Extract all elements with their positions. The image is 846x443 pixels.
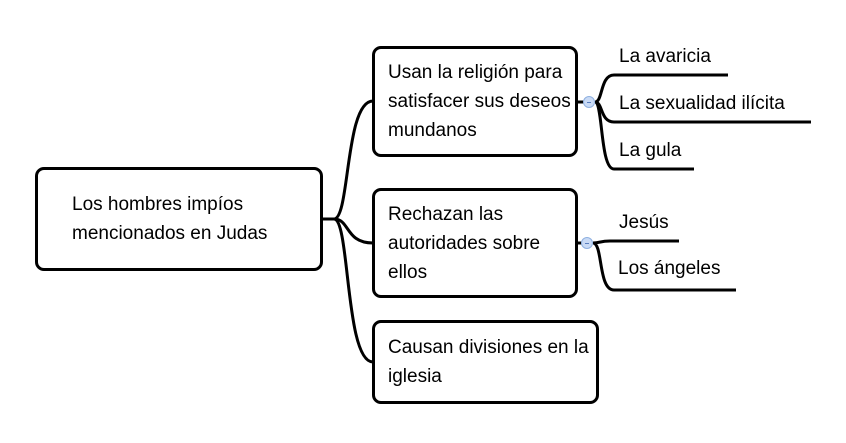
leaf-topic[interactable]: Los ángeles [618,258,721,279]
leaf-topic[interactable]: La gula [619,140,682,161]
leaf-topic[interactable]: La avaricia [619,46,711,67]
branch-topic-label: Rechazan las autoridades sobre ellos [388,203,541,283]
connector-branch2-leaf-1 [592,239,679,245]
collapse-toggle-icon[interactable] [583,96,595,108]
branch-topic-label: Usan la religión para satisfacer sus des… [388,62,571,141]
connector-branch2-leaf-2 [592,241,736,292]
leaf-topic[interactable]: Jesús [619,212,669,233]
collapse-toggle-icon[interactable] [581,237,593,249]
connector-root-branch-3 [322,217,374,364]
root-topic-label: Los hombres impíos mencionados en Judas [72,194,268,244]
connector-branch1-leaf-3 [593,100,694,171]
branch-topic-label: Causan divisiones en la iglesia [388,337,589,387]
branch-topic-1[interactable]: Usan la religión para satisfacer sus des… [372,46,578,157]
leaf-topic[interactable]: La sexualidad ilícita [619,93,785,114]
root-topic[interactable]: Los hombres impíos mencionados en Judas [35,167,323,271]
branch-topic-3[interactable]: Causan divisiones en la iglesia [372,320,599,404]
connector-root-branch-1 [322,99,374,221]
connector-root-branch-2 [322,217,374,245]
branch-topic-2[interactable]: Rechazan las autoridades sobre ellos [372,188,578,298]
